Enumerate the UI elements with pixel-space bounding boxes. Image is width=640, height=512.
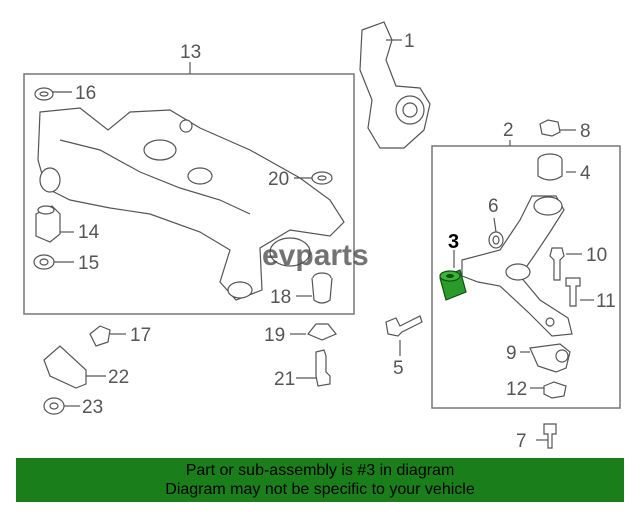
callout-23: 23 <box>82 397 103 418</box>
callout-19: 19 <box>264 325 285 346</box>
washer-part-16[interactable] <box>34 87 54 101</box>
bolt-part-11[interactable] <box>565 277 581 307</box>
part-info-banner: Part or sub-assembly is #3 in diagram Di… <box>16 458 624 502</box>
callout-6: 6 <box>488 196 499 217</box>
bushing-part-4[interactable] <box>537 153 563 181</box>
callout-4: 4 <box>580 163 591 184</box>
callout-15: 15 <box>78 253 99 274</box>
cap-part-17[interactable] <box>89 325 111 347</box>
callout-18: 18 <box>270 287 291 308</box>
callout-14: 14 <box>78 222 100 243</box>
bushing-part-3[interactable] <box>439 269 467 301</box>
washer-part-20[interactable] <box>311 171 333 185</box>
bushing-part-14[interactable] <box>35 205 61 243</box>
subframe-part[interactable] <box>37 107 345 301</box>
knuckle-part[interactable] <box>359 21 431 149</box>
banner-line-part: Part or sub-assembly is #3 in diagram <box>185 462 455 479</box>
ball-joint-part-9[interactable] <box>529 343 571 373</box>
bolt-part-5[interactable] <box>385 315 423 337</box>
callout-16: 16 <box>75 83 96 104</box>
bushing-part-18[interactable] <box>311 272 333 304</box>
bolt-part-10[interactable] <box>549 247 565 281</box>
nut-part-8[interactable] <box>539 119 561 137</box>
control-arm-group-box <box>431 145 621 409</box>
callout-13: 13 <box>180 42 201 63</box>
nut-part-12[interactable] <box>543 381 567 399</box>
callout-22: 22 <box>108 367 129 388</box>
bolt-part-21[interactable] <box>315 349 331 387</box>
callout-11: 11 <box>596 291 616 312</box>
callout-5: 5 <box>393 358 404 379</box>
leader-lines <box>52 39 594 441</box>
callout-1: 1 <box>404 31 415 52</box>
washer-part-6[interactable] <box>488 231 504 249</box>
callout-7: 7 <box>516 431 527 452</box>
callout-2: 2 <box>503 120 514 141</box>
callout-21: 21 <box>274 369 295 390</box>
subframe-group-box <box>23 73 355 315</box>
washer-part-19[interactable] <box>307 323 337 341</box>
callout-12: 12 <box>506 379 527 400</box>
callout-20: 20 <box>268 169 289 190</box>
callout-10: 10 <box>586 245 607 266</box>
watermark-text: evparts <box>262 239 369 272</box>
lower-control-arm-part[interactable] <box>461 195 573 337</box>
banner-line-disclaimer: Diagram may not be specific to your vehi… <box>165 481 475 498</box>
callout-8: 8 <box>580 121 591 142</box>
washer-part-15[interactable] <box>33 254 55 270</box>
bolt-part-7[interactable] <box>543 423 557 449</box>
callout-17: 17 <box>130 325 151 346</box>
bracket-part-22[interactable] <box>43 345 87 389</box>
bushing-part-23[interactable] <box>43 397 65 415</box>
parts-diagram: 1 2 3 4 5 6 7 8 9 10 11 12 13 14 15 16 1… <box>23 21 621 452</box>
callout-9: 9 <box>506 343 517 364</box>
callout-3: 3 <box>448 231 459 253</box>
